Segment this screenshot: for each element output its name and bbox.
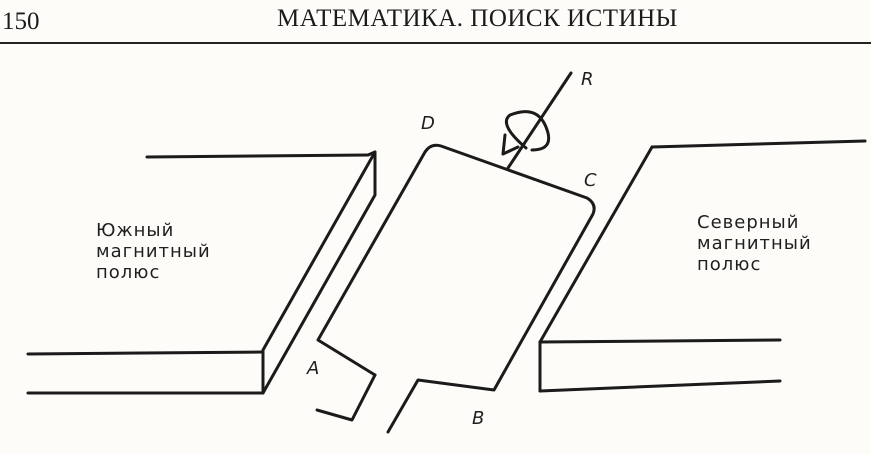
south-pole-magnet (26, 150, 377, 395)
south-pole-label: Южный магнитный полюс (96, 220, 211, 283)
page-header: 150 МАТЕМАТИКА. ПОИСК ИСТИНЫ (0, 0, 871, 46)
point-label-r: R (581, 69, 594, 90)
point-label-b: B (472, 408, 485, 429)
rotation-axis (501, 71, 573, 170)
point-label-c: C (584, 170, 597, 191)
running-title: МАТЕМАТИКА. ПОИСК ИСТИНЫ (277, 5, 678, 32)
north-pole-magnet (538, 139, 867, 393)
wire-loop (315, 143, 596, 434)
point-label-d: D (421, 113, 435, 134)
point-label-a: A (307, 358, 320, 379)
north-pole-label: Северный магнитный полюс (697, 212, 812, 275)
page-number: 150 (2, 8, 40, 35)
header-rule (0, 42, 871, 44)
